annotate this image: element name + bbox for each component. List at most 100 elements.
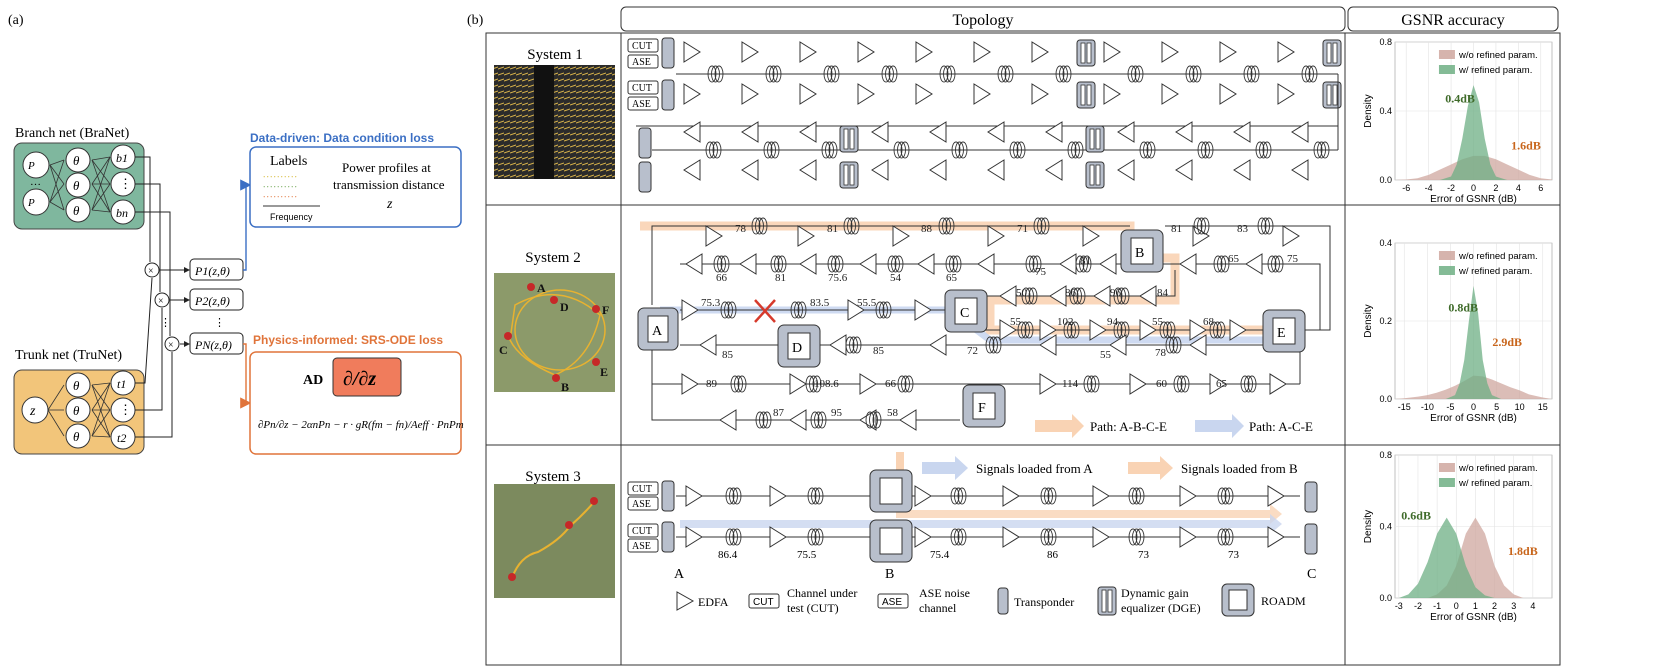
edfa-icon: [799, 83, 817, 105]
svg-text:∙∙∙∙∙∙∙∙∙∙: ∙∙∙∙∙∙∙∙∙∙: [263, 192, 298, 203]
fiber-spool-icon: [1220, 255, 1230, 273]
fiber-spool-icon: [989, 336, 998, 354]
fiber-spool-icon: [951, 141, 961, 159]
edfa-icon: [829, 334, 847, 356]
svg-text:95: 95: [831, 407, 843, 419]
fiber-spool-icon: [1047, 487, 1057, 505]
roadm-c: C: [944, 289, 988, 333]
dge-icon: [1322, 81, 1342, 109]
svg-text:θ: θ: [73, 203, 80, 218]
loss-connectors: [240, 179, 252, 409]
fiber-spool-icon: [770, 141, 780, 159]
edfa-icon: [1092, 485, 1110, 507]
svg-text:B: B: [561, 380, 569, 394]
svg-text:83: 83: [1237, 223, 1249, 235]
fiber-spool-icon: [1016, 141, 1026, 159]
fiber-spool-icon: [827, 255, 837, 273]
svg-text:75.5: 75.5: [797, 549, 817, 561]
edfa-icon: [999, 285, 1017, 307]
svg-text:A: A: [652, 324, 663, 339]
y-tick-label: 0.4: [1379, 238, 1392, 248]
fiber-spool-icon: [1044, 528, 1053, 546]
svg-text:E: E: [600, 365, 608, 379]
fiber-spool-icon: [955, 141, 964, 159]
edfa-icon: [914, 526, 932, 548]
fiber-spool-icon: [1135, 487, 1145, 505]
fiber-spool-icon: [1075, 255, 1085, 273]
edfa-icon: [685, 526, 703, 548]
fiber-spool-icon: [1197, 217, 1206, 235]
fiber-spool-icon: [954, 487, 963, 505]
edfa-icon: [797, 225, 815, 247]
data-driven-title: Data-driven: Data condition loss: [250, 131, 434, 145]
edfa-icon: [899, 409, 917, 431]
edfa-icon: [1093, 285, 1111, 307]
edfa-icon: [1039, 373, 1057, 395]
edfa-icon: [857, 83, 875, 105]
fiber-spool-icon: [1213, 321, 1222, 339]
fiber-spool-icon: [1076, 287, 1086, 305]
fiber-spool-icon: [1069, 287, 1079, 305]
dge-icon: [1076, 39, 1096, 67]
fiber-spool-icon: [1021, 287, 1031, 305]
system3-node-b: B: [885, 567, 894, 582]
fiber-spool-icon: [954, 528, 963, 546]
fiber-spool-icon: [830, 65, 840, 83]
fiber-spool-icon: [732, 528, 742, 546]
edfa-icon: [1129, 373, 1147, 395]
fiber-spool-icon: [812, 375, 822, 393]
fiber-spool-icon: [751, 217, 761, 235]
edfa-icon: [799, 253, 817, 275]
fiber-spool-icon: [1221, 487, 1230, 505]
roadm-d: D: [777, 324, 821, 368]
fiber-spool-icon: [712, 141, 722, 159]
x-tick-label: 3: [1511, 601, 1516, 611]
svg-text:81: 81: [1080, 255, 1091, 267]
edfa-icon: [741, 41, 759, 63]
accuracy-annotation: 0.6dB: [1401, 508, 1431, 522]
svg-text:81: 81: [775, 272, 786, 284]
output-boxes: P1(z,θ) P2(z,θ) ⋮ PN(z,θ): [189, 258, 244, 355]
fiber-spool-icon: [1247, 375, 1257, 393]
fiber-spool-icon: [772, 65, 782, 83]
edfa-icon: [892, 225, 910, 247]
svg-text:Dynamic gain: Dynamic gain: [1121, 586, 1189, 600]
edfa-icon: [973, 83, 991, 105]
fiber-spool-icon: [1261, 217, 1270, 235]
svg-text:…: …: [30, 176, 41, 188]
labels-word: Labels: [270, 154, 307, 169]
fiber-spool-icon: [1172, 336, 1182, 354]
branch-input-nodes: P … P: [22, 151, 50, 216]
svg-text:84: 84: [1157, 287, 1169, 299]
y-axis-label: Density: [1363, 304, 1374, 337]
edfa-icon: [914, 299, 932, 321]
fiber-spool-icon: [1063, 321, 1073, 339]
x-tick-label: 2: [1493, 183, 1498, 193]
edfa-icon: [1291, 121, 1309, 143]
fiber-spool-icon: [1082, 255, 1092, 273]
fiber-spool-icon: [1243, 65, 1253, 83]
fiber-spool-icon: [891, 255, 900, 273]
edfa-icon: [681, 373, 699, 395]
edfa-icon: [857, 41, 875, 63]
x-tick-label: 0: [1471, 183, 1476, 193]
roadm-f: F: [962, 384, 1006, 428]
accuracy-header: GSNR accuracy: [1401, 12, 1505, 29]
edfa-icon: [1139, 285, 1157, 307]
dge-icon: [839, 125, 859, 153]
edfa-icon: [1161, 83, 1179, 105]
legend-entry: w/ refined param.: [1458, 478, 1532, 489]
fiber-spool-icon: [1216, 321, 1226, 339]
svg-text:86.4: 86.4: [718, 549, 738, 561]
edfa-icon: [987, 159, 1005, 181]
svg-text:CUT: CUT: [632, 83, 652, 94]
fiber-spool-icon: [797, 301, 807, 319]
svg-text:55: 55: [1010, 316, 1022, 328]
multiply-nodes: × × ⋮ ×: [144, 262, 180, 352]
fiber-spool-icon: [847, 217, 856, 235]
svg-text:t2: t2: [117, 431, 126, 445]
svg-text:71: 71: [1017, 223, 1028, 235]
edfa-icon: [685, 485, 703, 507]
